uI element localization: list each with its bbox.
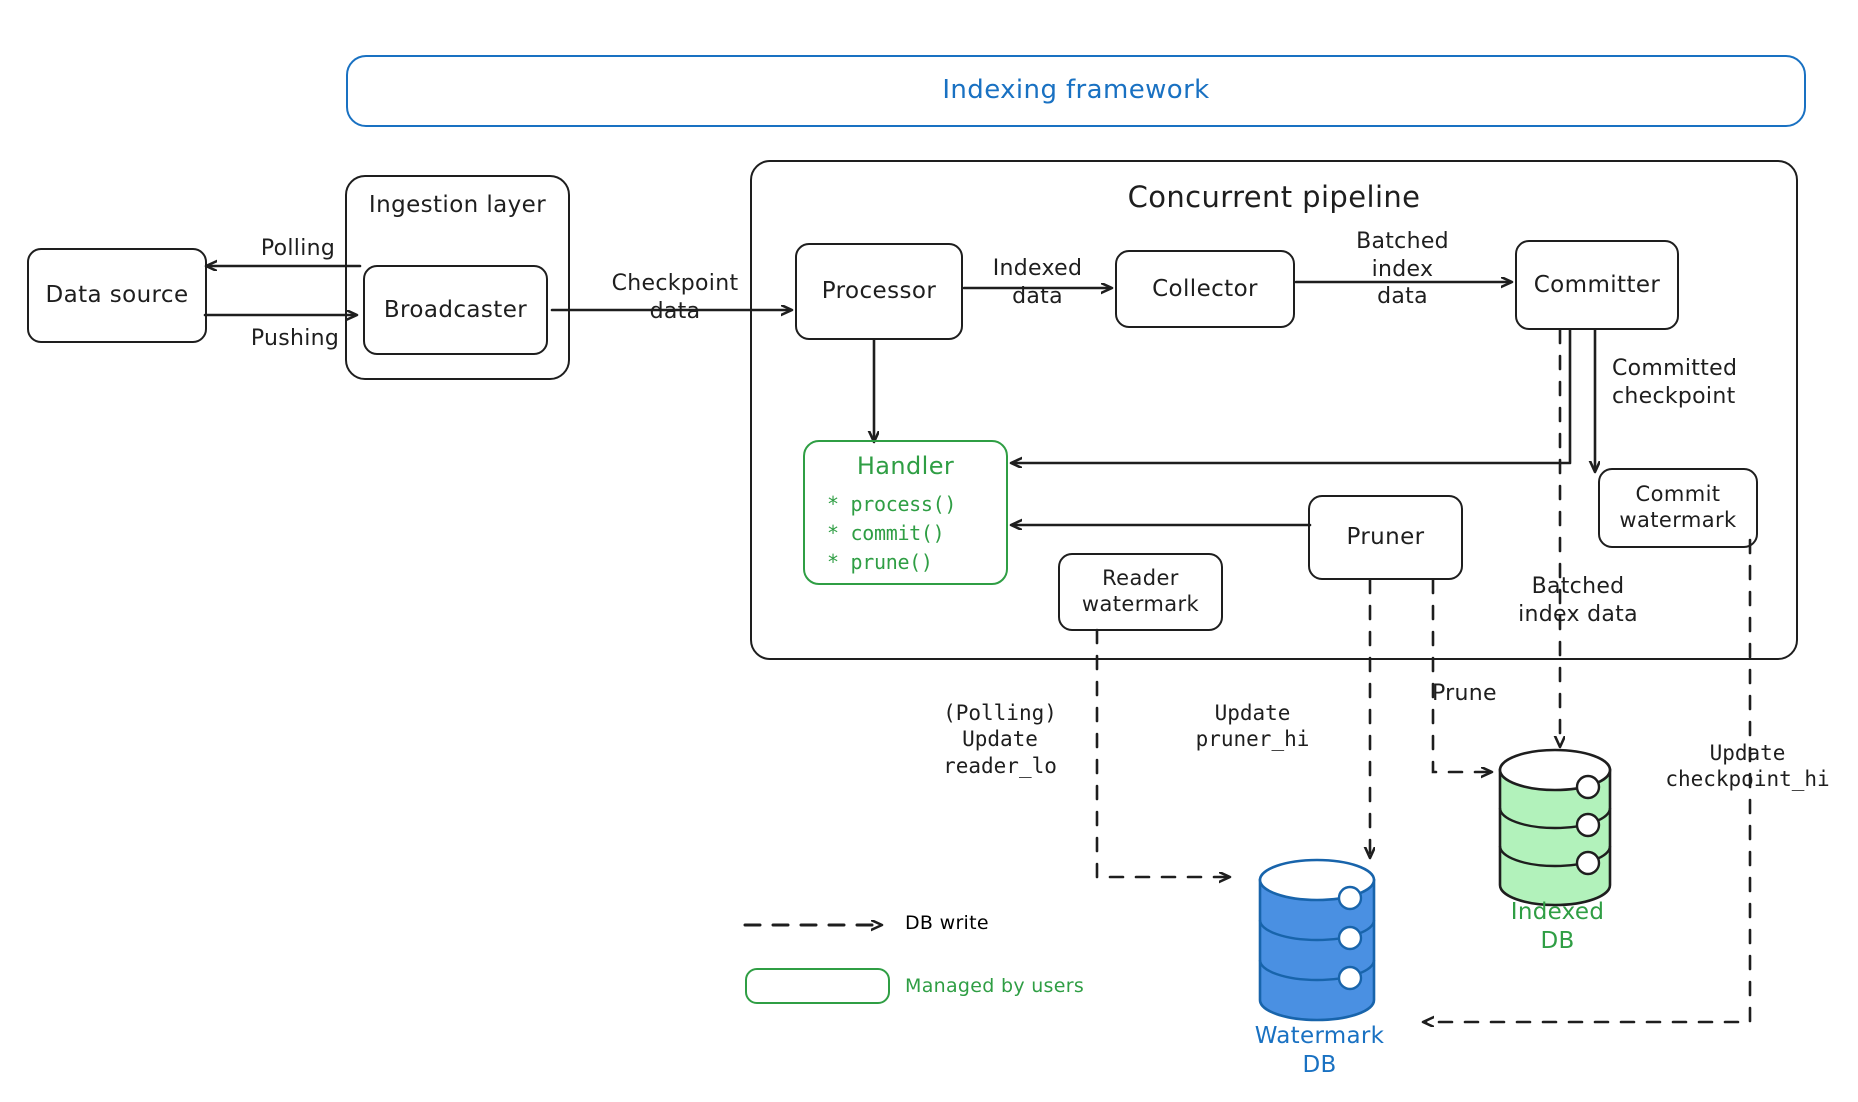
- edge-label-indexed-data: Indexed data: [992, 256, 1083, 309]
- edge-label-update-checkpoint-hi: Update checkpoint_hi: [1665, 741, 1830, 792]
- indexing-framework-label: Indexing framework: [942, 75, 1210, 106]
- node-pruner[interactable]: Pruner: [1308, 495, 1463, 580]
- indexed-db-shape: [1498, 748, 1612, 907]
- legend-db-write-label: DB write: [905, 912, 989, 934]
- handler-method-list: * process() * commit() * prune(): [805, 490, 1006, 577]
- group-concurrent-pipeline[interactable]: Concurrent pipeline: [750, 160, 1798, 660]
- node-committer[interactable]: Committer: [1515, 240, 1679, 330]
- watermark-db-label: Watermark DB: [1254, 1023, 1385, 1078]
- edge-label-prune: Prune: [1432, 681, 1497, 706]
- node-pruner-label: Pruner: [1346, 524, 1425, 551]
- group-ingestion-layer-label: Ingestion layer: [368, 192, 547, 218]
- edge-label-pushing: Pushing: [250, 326, 340, 351]
- node-commit-watermark[interactable]: Commit watermark: [1598, 468, 1758, 548]
- node-processor-label: Processor: [821, 278, 937, 305]
- legend-managed-by-users-swatch: [745, 968, 890, 1004]
- edge-prune: [1431, 578, 1490, 772]
- legend-managed-by-users-label: Managed by users: [905, 975, 1085, 997]
- edge-label-update-reader-lo: (Polling) Update reader_lo: [943, 701, 1057, 778]
- group-concurrent-pipeline-label: Concurrent pipeline: [1127, 180, 1421, 214]
- node-data-source[interactable]: Data source: [27, 248, 207, 343]
- handler-method-commit: * commit(): [827, 521, 945, 545]
- watermark-db-shape: [1258, 858, 1376, 1022]
- node-data-source-label: Data source: [45, 282, 189, 309]
- node-handler[interactable]: Handler * process() * commit() * prune(): [803, 440, 1008, 585]
- edge-label-batched-index-data-2: Batched index data: [1518, 574, 1638, 627]
- edge-label-update-pruner-hi: Update pruner_hi: [1195, 701, 1310, 752]
- node-collector[interactable]: Collector: [1115, 250, 1295, 328]
- edge-update-reader-lo: [1095, 628, 1228, 877]
- edge-label-committed-checkpoint: Committed checkpoint: [1612, 356, 1738, 409]
- node-processor[interactable]: Processor: [795, 243, 963, 340]
- node-committer-label: Committer: [1533, 271, 1661, 298]
- handler-method-prune: * prune(): [827, 550, 933, 574]
- edge-update-checkpoint-hi: [1425, 538, 1752, 1022]
- handler-method-process: * process(): [827, 492, 957, 516]
- edge-label-checkpoint-data: Checkpoint data: [611, 271, 739, 324]
- node-broadcaster[interactable]: Broadcaster: [363, 265, 548, 355]
- indexing-framework-box[interactable]: Indexing framework: [346, 55, 1806, 127]
- edge-label-polling: Polling: [260, 236, 336, 261]
- handler-title: Handler: [856, 452, 955, 480]
- edge-committer-handler: [1013, 328, 1572, 463]
- node-reader-watermark-label: Reader watermark: [1081, 566, 1200, 616]
- node-commit-watermark-label: Commit watermark: [1619, 482, 1737, 532]
- group-ingestion-layer[interactable]: Ingestion layer: [345, 175, 570, 380]
- node-reader-watermark[interactable]: Reader watermark: [1058, 553, 1223, 631]
- indexed-db-label: Indexed DB: [1510, 899, 1605, 954]
- node-collector-label: Collector: [1152, 275, 1258, 302]
- edge-label-batched-index-data: Batched index data: [1356, 229, 1449, 309]
- node-broadcaster-label: Broadcaster: [383, 296, 528, 323]
